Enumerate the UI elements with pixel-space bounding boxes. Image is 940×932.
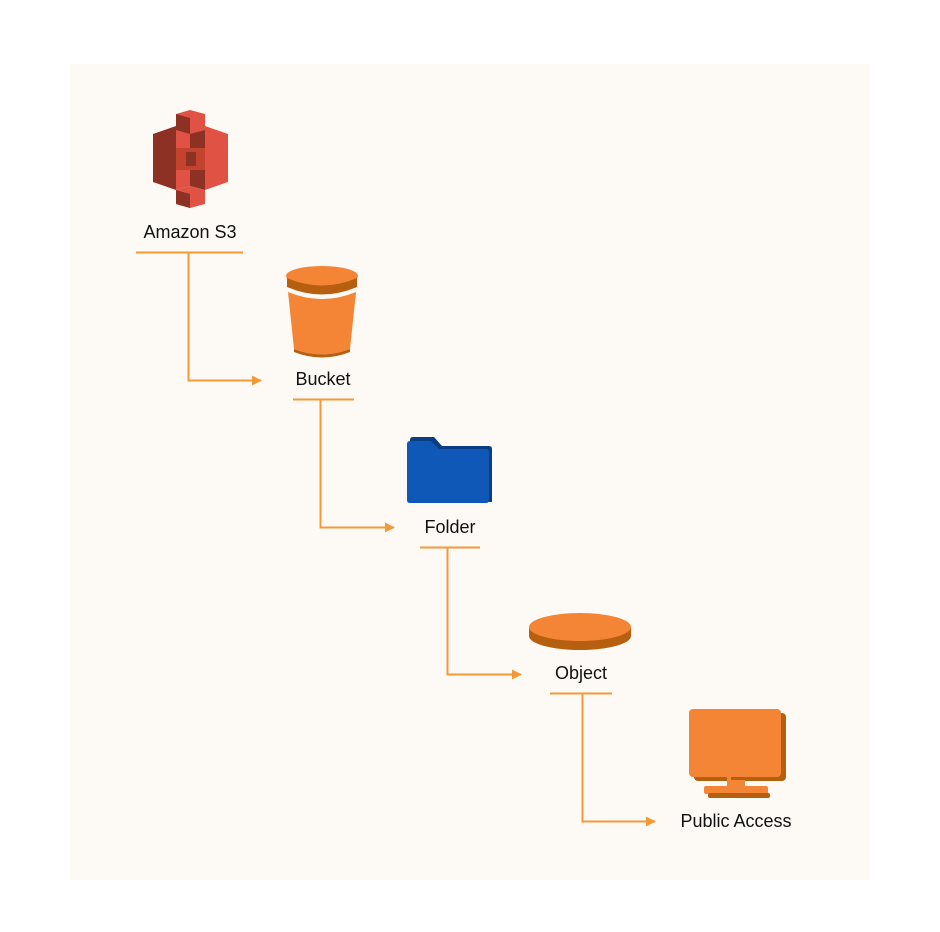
node-label-object: Object [554,663,608,683]
connector-object-to-public [581,694,656,827]
node-label-amazon-s3: Amazon S3 [143,222,237,242]
node-label-public-access: Public Access [680,811,792,831]
object-disk-icon [529,613,631,650]
folder-icon [407,437,492,503]
connector-bucket-to-folder [319,400,395,533]
connector-folder-to-object [446,548,522,680]
node-label-folder: Folder [424,517,476,537]
bucket-icon [286,266,358,358]
monitor-icon [689,709,786,798]
node-label-bucket: Bucket [295,369,351,389]
amazon-s3-icon [153,110,228,208]
connector-s3-to-bucket [187,253,262,386]
